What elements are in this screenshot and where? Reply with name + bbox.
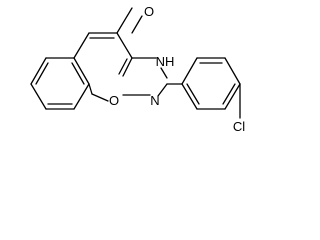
bond — [30, 83, 47, 110]
bond — [160, 67, 168, 79]
bond-inner — [35, 62, 49, 85]
bond — [30, 57, 47, 85]
bond — [181, 57, 198, 85]
bond — [224, 83, 241, 110]
bond — [73, 32, 90, 59]
atom-label-carbonyl-oxygen: O — [144, 4, 154, 19]
bond — [91, 93, 109, 102]
atom-label-chlorine: Cl — [233, 119, 245, 134]
bond — [73, 83, 90, 110]
bond-inner — [118, 58, 128, 75]
bond-inner — [71, 62, 85, 85]
bond — [116, 7, 133, 34]
bond-inner — [222, 83, 236, 105]
bond — [116, 32, 133, 59]
bond-lines — [30, 7, 241, 119]
chemical-structure: O NH O N Cl — [30, 4, 245, 134]
atom-label-ring-oxygen: O — [109, 93, 119, 108]
bond-inner — [186, 83, 200, 105]
bond — [122, 57, 133, 77]
bond — [88, 83, 93, 95]
structure-canvas: O NH O N Cl — [30, 4, 245, 134]
bond — [224, 57, 241, 85]
atom-label-nh: NH — [156, 54, 175, 69]
bond — [181, 83, 198, 110]
bond — [73, 57, 90, 85]
bond — [157, 83, 168, 97]
bond-carbonyl — [131, 15, 143, 34]
atom-label-imine-nitrogen: N — [150, 93, 159, 108]
